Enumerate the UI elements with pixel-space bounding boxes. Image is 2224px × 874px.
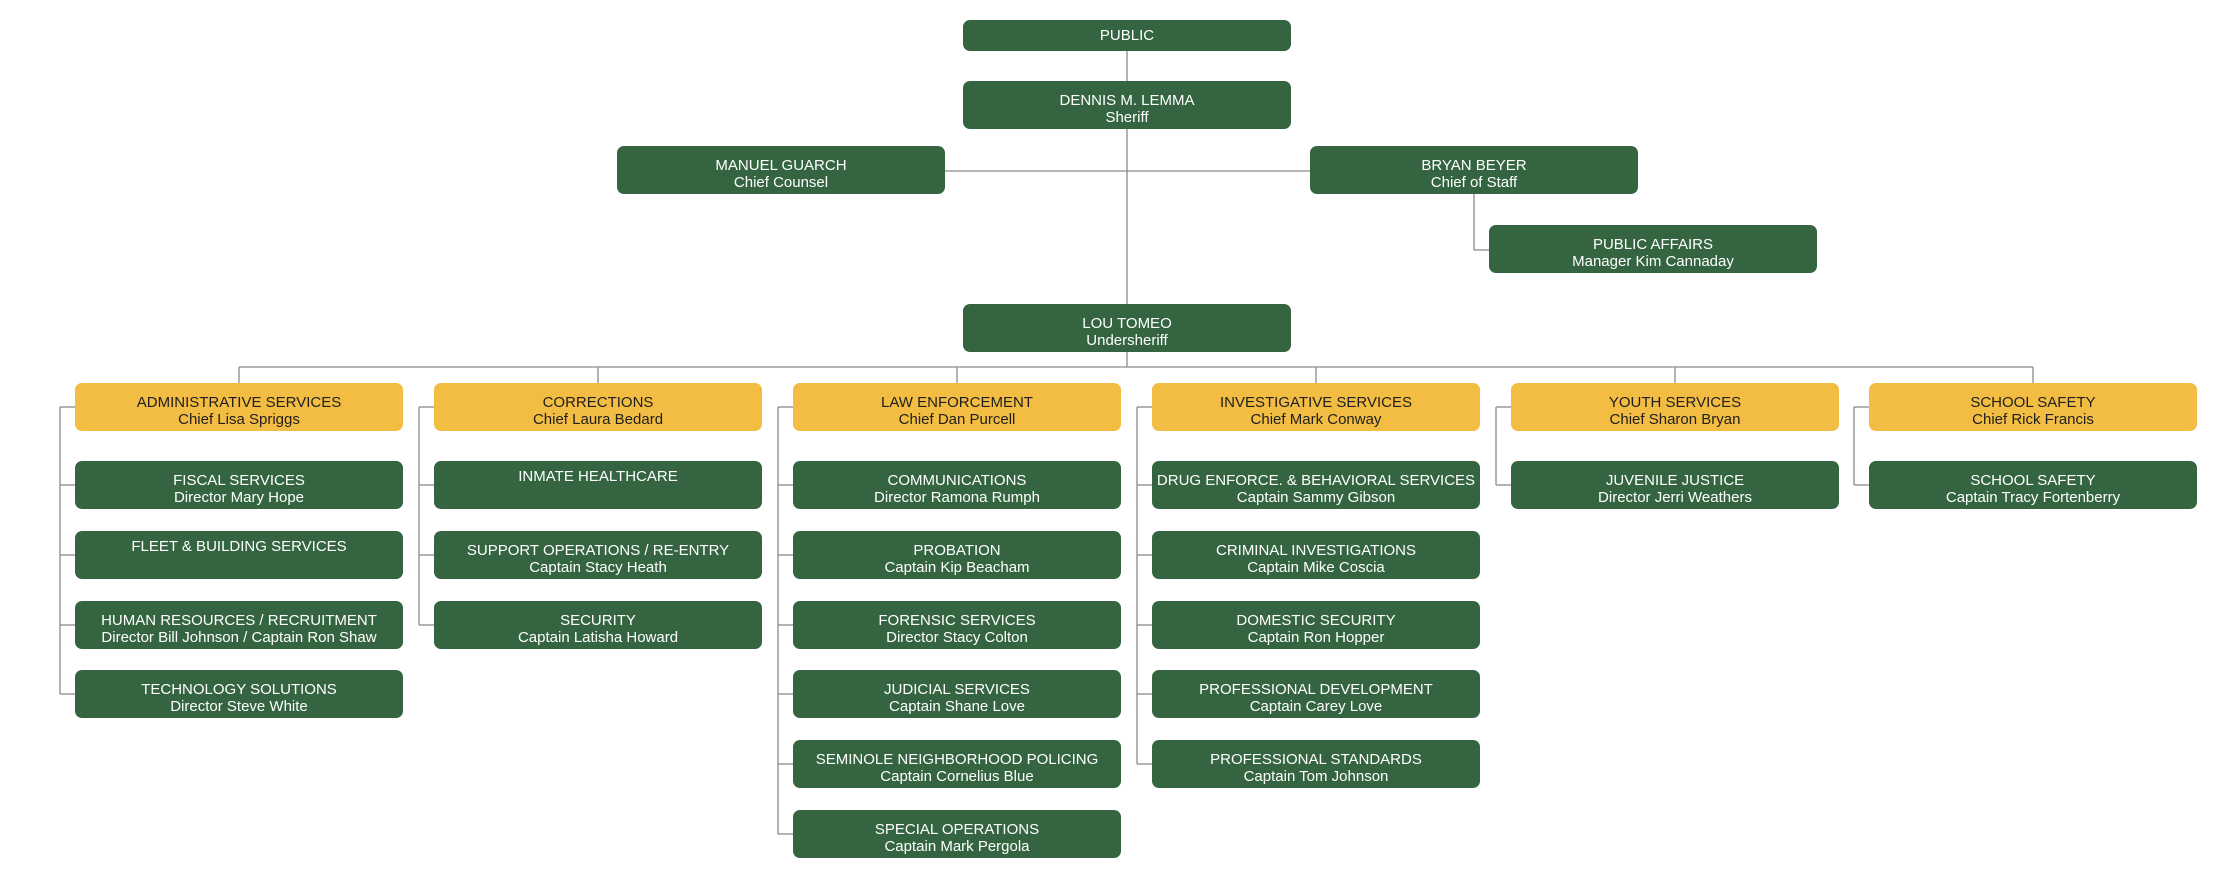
box-title: INMATE HEALTHCARE <box>518 468 678 485</box>
box-title: DRUG ENFORCE. & BEHAVIORAL SERVICES <box>1156 472 1476 489</box>
box-title: FLEET & BUILDING SERVICES <box>131 538 347 555</box>
box-title: FISCAL SERVICES <box>173 472 305 489</box>
box-title: SUPPORT OPERATIONS / RE-ENTRY <box>466 542 730 559</box>
box-subtitle: Captain Ron Hopper <box>1247 629 1385 646</box>
box-subtitle: Manager Kim Cannaday <box>1572 253 1734 270</box>
box-title: PROBATION <box>913 542 1001 559</box>
box-subtitle: Captain Shane Love <box>889 698 1025 715</box>
box-title: DOMESTIC SECURITY <box>1236 612 1396 629</box>
box-subtitle: Captain Mark Pergola <box>884 838 1030 855</box>
box-subtitle: Chief Mark Conway <box>1250 411 1382 428</box>
box-subtitle: Director Jerri Weathers <box>1598 489 1752 506</box>
unit-fleet-building-services: FLEET & BUILDING SERVICES <box>75 531 403 579</box>
box-subtitle: Chief Laura Bedard <box>532 411 664 428</box>
box-title: MANUEL GUARCH <box>715 157 847 174</box>
box-title: FORENSIC SERVICES <box>878 612 1036 629</box>
box-title: HUMAN RESOURCES / RECRUITMENT <box>101 612 377 629</box>
box-title: INVESTIGATIVE SERVICES <box>1220 394 1412 411</box>
box-subtitle: Captain Mike Coscia <box>1247 559 1385 576</box>
box-title: CORRECTIONS <box>542 394 654 411</box>
box-subtitle: Chief Sharon Bryan <box>1609 411 1741 428</box>
box-title: PUBLIC AFFAIRS <box>1592 236 1714 253</box>
box-subtitle: Chief of Staff <box>1430 174 1518 191</box>
box-title: TECHNOLOGY SOLUTIONS <box>141 681 337 698</box>
box-title: COMMUNICATIONS <box>887 472 1027 489</box>
box-subtitle: Captain Carey Love <box>1249 698 1383 715</box>
box-subtitle: Sheriff <box>1105 109 1149 126</box>
box-subtitle: Captain Cornelius Blue <box>880 768 1034 785</box>
box-title: SECURITY <box>560 612 636 629</box>
box-subtitle: Captain Tracy Fortenberry <box>1945 489 2121 506</box>
box-subtitle: Director Mary Hope <box>173 489 305 506</box>
box-subtitle: Chief Dan Purcell <box>898 411 1016 428</box>
box-subtitle: Chief Lisa Spriggs <box>178 411 300 428</box>
box-title: BRYAN BEYER <box>1421 157 1527 174</box>
box-title: SEMINOLE NEIGHBORHOOD POLICING <box>815 751 1099 768</box>
box-subtitle: Captain Latisha Howard <box>517 629 679 646</box>
public-box: PUBLIC <box>963 20 1291 51</box>
box-title: PUBLIC <box>1099 27 1155 44</box>
box-title: PROFESSIONAL DEVELOPMENT <box>1199 681 1433 698</box>
box-title: DENNIS M. LEMMA <box>1059 92 1195 109</box>
box-title: JUVENILE JUSTICE <box>1605 472 1745 489</box>
box-subtitle: Undersheriff <box>1086 332 1168 349</box>
box-title: SPECIAL OPERATIONS <box>874 821 1040 838</box>
box-title: SCHOOL SAFETY <box>1970 472 2096 489</box>
box-subtitle: Captain Sammy Gibson <box>1236 489 1396 506</box>
box-subtitle: Captain Tom Johnson <box>1243 768 1389 785</box>
box-subtitle: Chief Rick Francis <box>1972 411 2094 428</box>
unit-inmate-healthcare: INMATE HEALTHCARE <box>434 461 762 509</box>
box-subtitle: Director Ramona Rumph <box>874 489 1040 506</box>
box-title: YOUTH SERVICES <box>1608 394 1742 411</box>
box-title: LAW ENFORCEMENT <box>881 394 1033 411</box>
box-subtitle: Chief Counsel <box>733 174 829 191</box>
box-title: SCHOOL SAFETY <box>1970 394 2096 411</box>
box-title: ADMINISTRATIVE SERVICES <box>136 394 342 411</box>
box-subtitle: Director Steve White <box>170 698 308 715</box>
box-subtitle: Captain Kip Beacham <box>884 559 1030 576</box>
box-subtitle: Captain Stacy Heath <box>529 559 667 576</box>
box-subtitle: Director Bill Johnson / Captain Ron Shaw <box>101 629 377 646</box>
box-title: PROFESSIONAL STANDARDS <box>1210 751 1422 768</box>
box-title: CRIMINAL INVESTIGATIONS <box>1215 542 1417 559</box>
box-title: JUDICIAL SERVICES <box>884 681 1030 698</box>
box-title: LOU TOMEO <box>1082 315 1172 332</box>
box-subtitle: Director Stacy Colton <box>886 629 1028 646</box>
